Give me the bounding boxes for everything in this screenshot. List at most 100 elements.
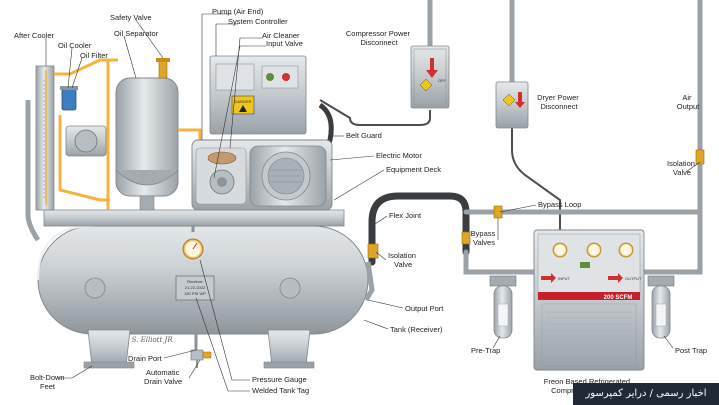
label-safety-valve: Safety Valve <box>110 13 152 22</box>
label-line: Bypass <box>471 229 496 238</box>
label-line: Feet <box>40 382 56 391</box>
fan-motor <box>65 125 107 157</box>
label-air-output: Air Output <box>677 93 700 111</box>
electric-motor <box>249 145 327 207</box>
label-system-controller: System Controller <box>228 17 288 26</box>
red-arrow-right-icon <box>608 273 623 283</box>
label-line: Freon Based Refrigerated <box>544 377 630 386</box>
label-pre-trap: Pre-Trap <box>471 346 500 355</box>
label-dryer-power-disconnect: Dryer Power Disconnect <box>537 93 581 111</box>
dryer-power-switch[interactable] <box>580 262 590 268</box>
label-oil-filter: Oil Filter <box>80 51 108 60</box>
welded-tank-tag: Receiver 21-22-2022 150 PSI WP <box>175 275 215 301</box>
dryer-inlet-text: INPUT <box>558 276 571 281</box>
bypass-valve[interactable] <box>461 231 471 245</box>
disconnect-off-text: OFF <box>438 78 447 83</box>
label-output-port: Output Port <box>405 304 444 313</box>
label-line: Isolation <box>388 251 416 260</box>
label-pump-air-end: Pump (Air End) <box>212 7 264 16</box>
label-oil-separator: Oil Separator <box>114 29 159 38</box>
dryer-power-disconnect[interactable] <box>495 81 529 129</box>
label-line: Drain Valve <box>144 377 182 386</box>
gauge-icon <box>586 242 602 258</box>
equipment-deck <box>43 209 345 227</box>
warning-triangle-icon <box>419 78 433 92</box>
label-line: Bolt-Down <box>30 373 65 382</box>
gauge-icon <box>552 242 568 258</box>
label-electric-motor: Electric Motor <box>376 151 422 160</box>
start-button[interactable] <box>266 73 274 81</box>
tank-pressure-gauge <box>182 226 204 260</box>
warning-triangle-icon <box>239 105 247 112</box>
automatic-drain-valve <box>190 334 212 368</box>
label-bypass-valves: Bypass Valves <box>471 229 498 247</box>
dryer-outlet-text: OUTPUT <box>625 276 642 281</box>
label-welded-tank-tag: Welded Tank Tag <box>252 386 309 395</box>
warning-triangle-icon <box>502 93 516 107</box>
red-arrow-down-icon <box>515 92 525 108</box>
stop-button[interactable] <box>282 73 290 81</box>
safety-valve <box>156 58 170 79</box>
label-bypass-loop: Bypass Loop <box>538 200 581 209</box>
oil-separator <box>115 77 179 211</box>
label-line: Disconnect <box>360 38 398 47</box>
label-oil-cooler: Oil Cooler <box>58 41 92 50</box>
belt-guard-hose <box>318 102 334 161</box>
label-line: Air <box>682 93 692 102</box>
label-line: Valve <box>673 168 691 177</box>
flex-joint-hose <box>368 192 470 266</box>
label-automatic-drain-valve: Automatic Drain Valve <box>144 368 182 386</box>
label-line: Valves <box>473 238 495 247</box>
gauge-icon <box>618 242 634 258</box>
after-cooler-pipe <box>25 100 41 242</box>
label-line: Isolation <box>667 159 695 168</box>
refrigerated-air-dryer: INPUT OUTPUT 200 SCFM <box>533 229 645 371</box>
label-line: Automatic <box>146 368 180 377</box>
label-compressor-power-disconnect: Compressor Power Disconnect <box>346 29 412 47</box>
isolation-valve-output[interactable] <box>695 149 705 165</box>
leader-lines <box>45 13 701 392</box>
label-isolation-valve-right: Isolation Valve <box>667 159 697 177</box>
dryer-power-cable <box>511 128 561 230</box>
air-cleaner <box>207 151 237 165</box>
output-port-pipe <box>363 261 375 302</box>
label-isolation-valve-tank: Isolation Valve <box>388 251 418 269</box>
pre-trap-filter <box>489 275 517 339</box>
post-trap-filter <box>647 275 675 339</box>
label-pressure-gauge: Pressure Gauge <box>252 375 307 384</box>
label-after-cooler: After Cooler <box>14 31 55 40</box>
oil-line <box>58 115 110 202</box>
bolt-down-feet <box>83 329 315 369</box>
danger-placard-text: DANGER <box>234 99 251 104</box>
after-cooler <box>35 65 55 211</box>
label-belt-guard: Belt Guard <box>346 131 382 140</box>
tank-tag-line: 150 PSI WP <box>184 291 206 296</box>
tank-signature: Brian S. Elliott JR <box>109 336 173 344</box>
tank-tag-line: 21-22-2022 <box>185 285 206 290</box>
label-flex-joint: Flex Joint <box>389 211 422 220</box>
label-equipment-deck: Equipment Deck <box>386 165 441 174</box>
system-controller[interactable]: DANGER <box>209 55 307 135</box>
label-line: Compressor Power <box>346 29 411 38</box>
watermark-banner: اخبار رسمی / درایر کمپرسور <box>573 383 719 405</box>
label-bolt-down-feet: Bolt-Down Feet <box>30 373 67 391</box>
label-line: Output <box>677 102 700 111</box>
label-line: Valve <box>394 260 412 269</box>
dryer-rating: 200 SCFM <box>604 295 633 301</box>
dryer-outlet-pipe <box>687 257 703 275</box>
oil-filter <box>60 86 78 111</box>
dryer-inlet-pipe <box>463 249 503 275</box>
compressor-power-cable <box>319 99 431 126</box>
red-arrow-down-icon <box>426 58 438 78</box>
label-line: Dryer Power <box>537 93 579 102</box>
label-input-valve: Input Valve <box>266 39 303 48</box>
label-tank-receiver: Tank (Receiver) <box>390 325 443 334</box>
compressor-power-disconnect[interactable]: OFF <box>410 45 450 109</box>
isolation-valve-tank[interactable] <box>367 243 379 259</box>
tank-tag-line: Receiver <box>187 279 203 284</box>
label-air-cleaner: Air Cleaner <box>262 31 300 40</box>
red-arrow-right-icon <box>541 273 556 283</box>
label-drain-port: Drain Port <box>128 354 163 363</box>
